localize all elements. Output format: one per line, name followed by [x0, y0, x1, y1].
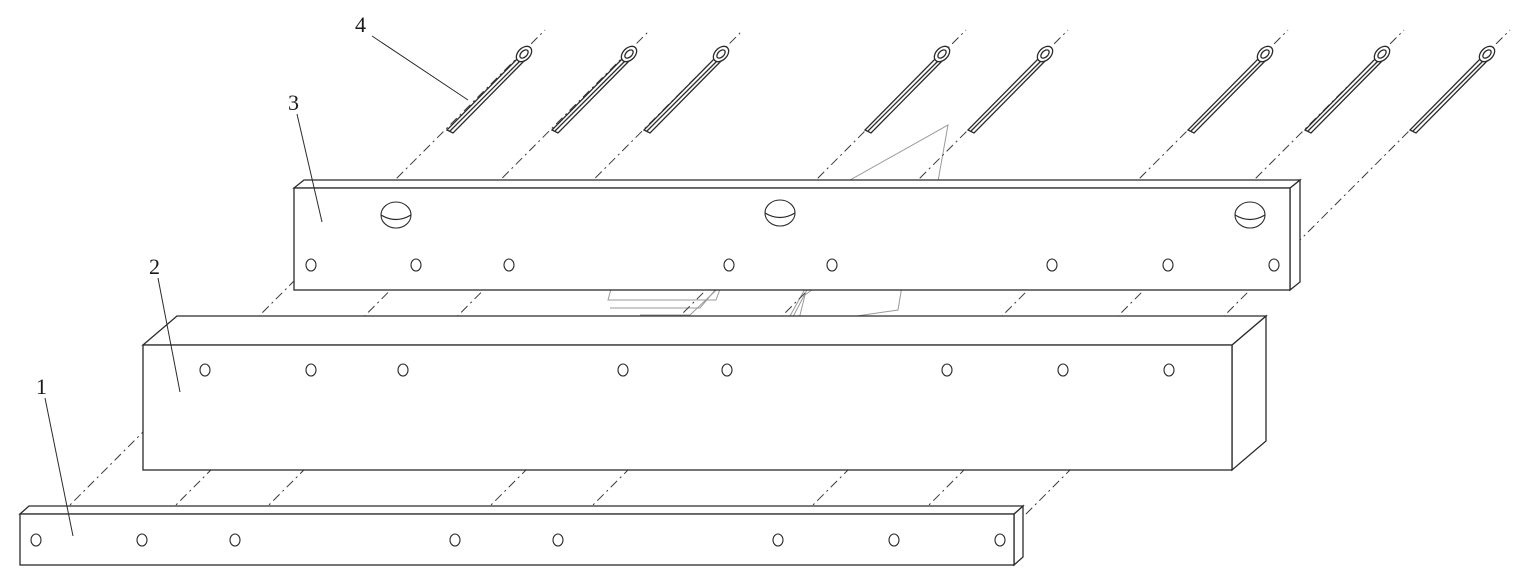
bar-hole	[1163, 363, 1175, 377]
part-3-top-plate	[292, 178, 1302, 292]
strip-holes	[30, 533, 1006, 547]
strip-hole	[772, 533, 784, 547]
cotter-pin	[1303, 45, 1391, 134]
cotter-pin	[863, 45, 951, 134]
strip-hole	[229, 533, 241, 547]
leader-1	[44, 397, 74, 537]
strip-hole	[888, 533, 900, 547]
callout-leaders	[44, 35, 469, 537]
small-hole	[1268, 258, 1280, 272]
strip-hole	[552, 533, 564, 547]
callout-label-4: 4	[355, 12, 366, 37]
small-hole	[826, 258, 838, 272]
large-hole	[764, 199, 796, 227]
cotter-pin	[1408, 45, 1496, 134]
axis-line	[33, 29, 546, 542]
strip-hole	[136, 533, 148, 547]
part-2-middle-bar	[141, 314, 1268, 472]
strip-hole	[994, 533, 1006, 547]
cotter-pin	[966, 45, 1054, 134]
bar-hole	[305, 363, 317, 377]
leader-3	[296, 113, 323, 223]
large-holes	[380, 199, 1266, 229]
strip-hole	[30, 533, 42, 547]
small-hole	[1046, 258, 1058, 272]
bar-holes	[199, 363, 1175, 377]
bar-hole	[617, 363, 629, 377]
leader-4	[371, 35, 469, 101]
strip-hole	[449, 533, 461, 547]
bar-hole	[721, 363, 733, 377]
callout-label-2: 2	[149, 254, 160, 279]
part-1-bottom-strip	[18, 504, 1025, 567]
bar-hole	[941, 363, 953, 377]
cotter-pin	[1186, 45, 1274, 134]
bar-hole	[1057, 363, 1069, 377]
small-hole	[503, 258, 515, 272]
callout-label-1: 1	[36, 374, 47, 399]
cotter-pin	[642, 45, 730, 134]
part-4-cotter-pins	[445, 45, 1496, 134]
small-hole	[410, 258, 422, 272]
bar-hole	[397, 363, 409, 377]
callout-labels: 1 2 3 4	[36, 12, 366, 399]
callout-label-3: 3	[288, 90, 299, 115]
bar-hole	[199, 363, 211, 377]
small-hole	[723, 258, 735, 272]
leader-2	[157, 277, 181, 393]
large-hole	[1234, 201, 1266, 229]
cotter-pin	[550, 45, 638, 134]
cotter-pin	[445, 45, 533, 134]
small-holes	[305, 258, 1280, 272]
large-hole	[380, 201, 412, 229]
small-hole	[305, 258, 317, 272]
small-hole	[1162, 258, 1174, 272]
